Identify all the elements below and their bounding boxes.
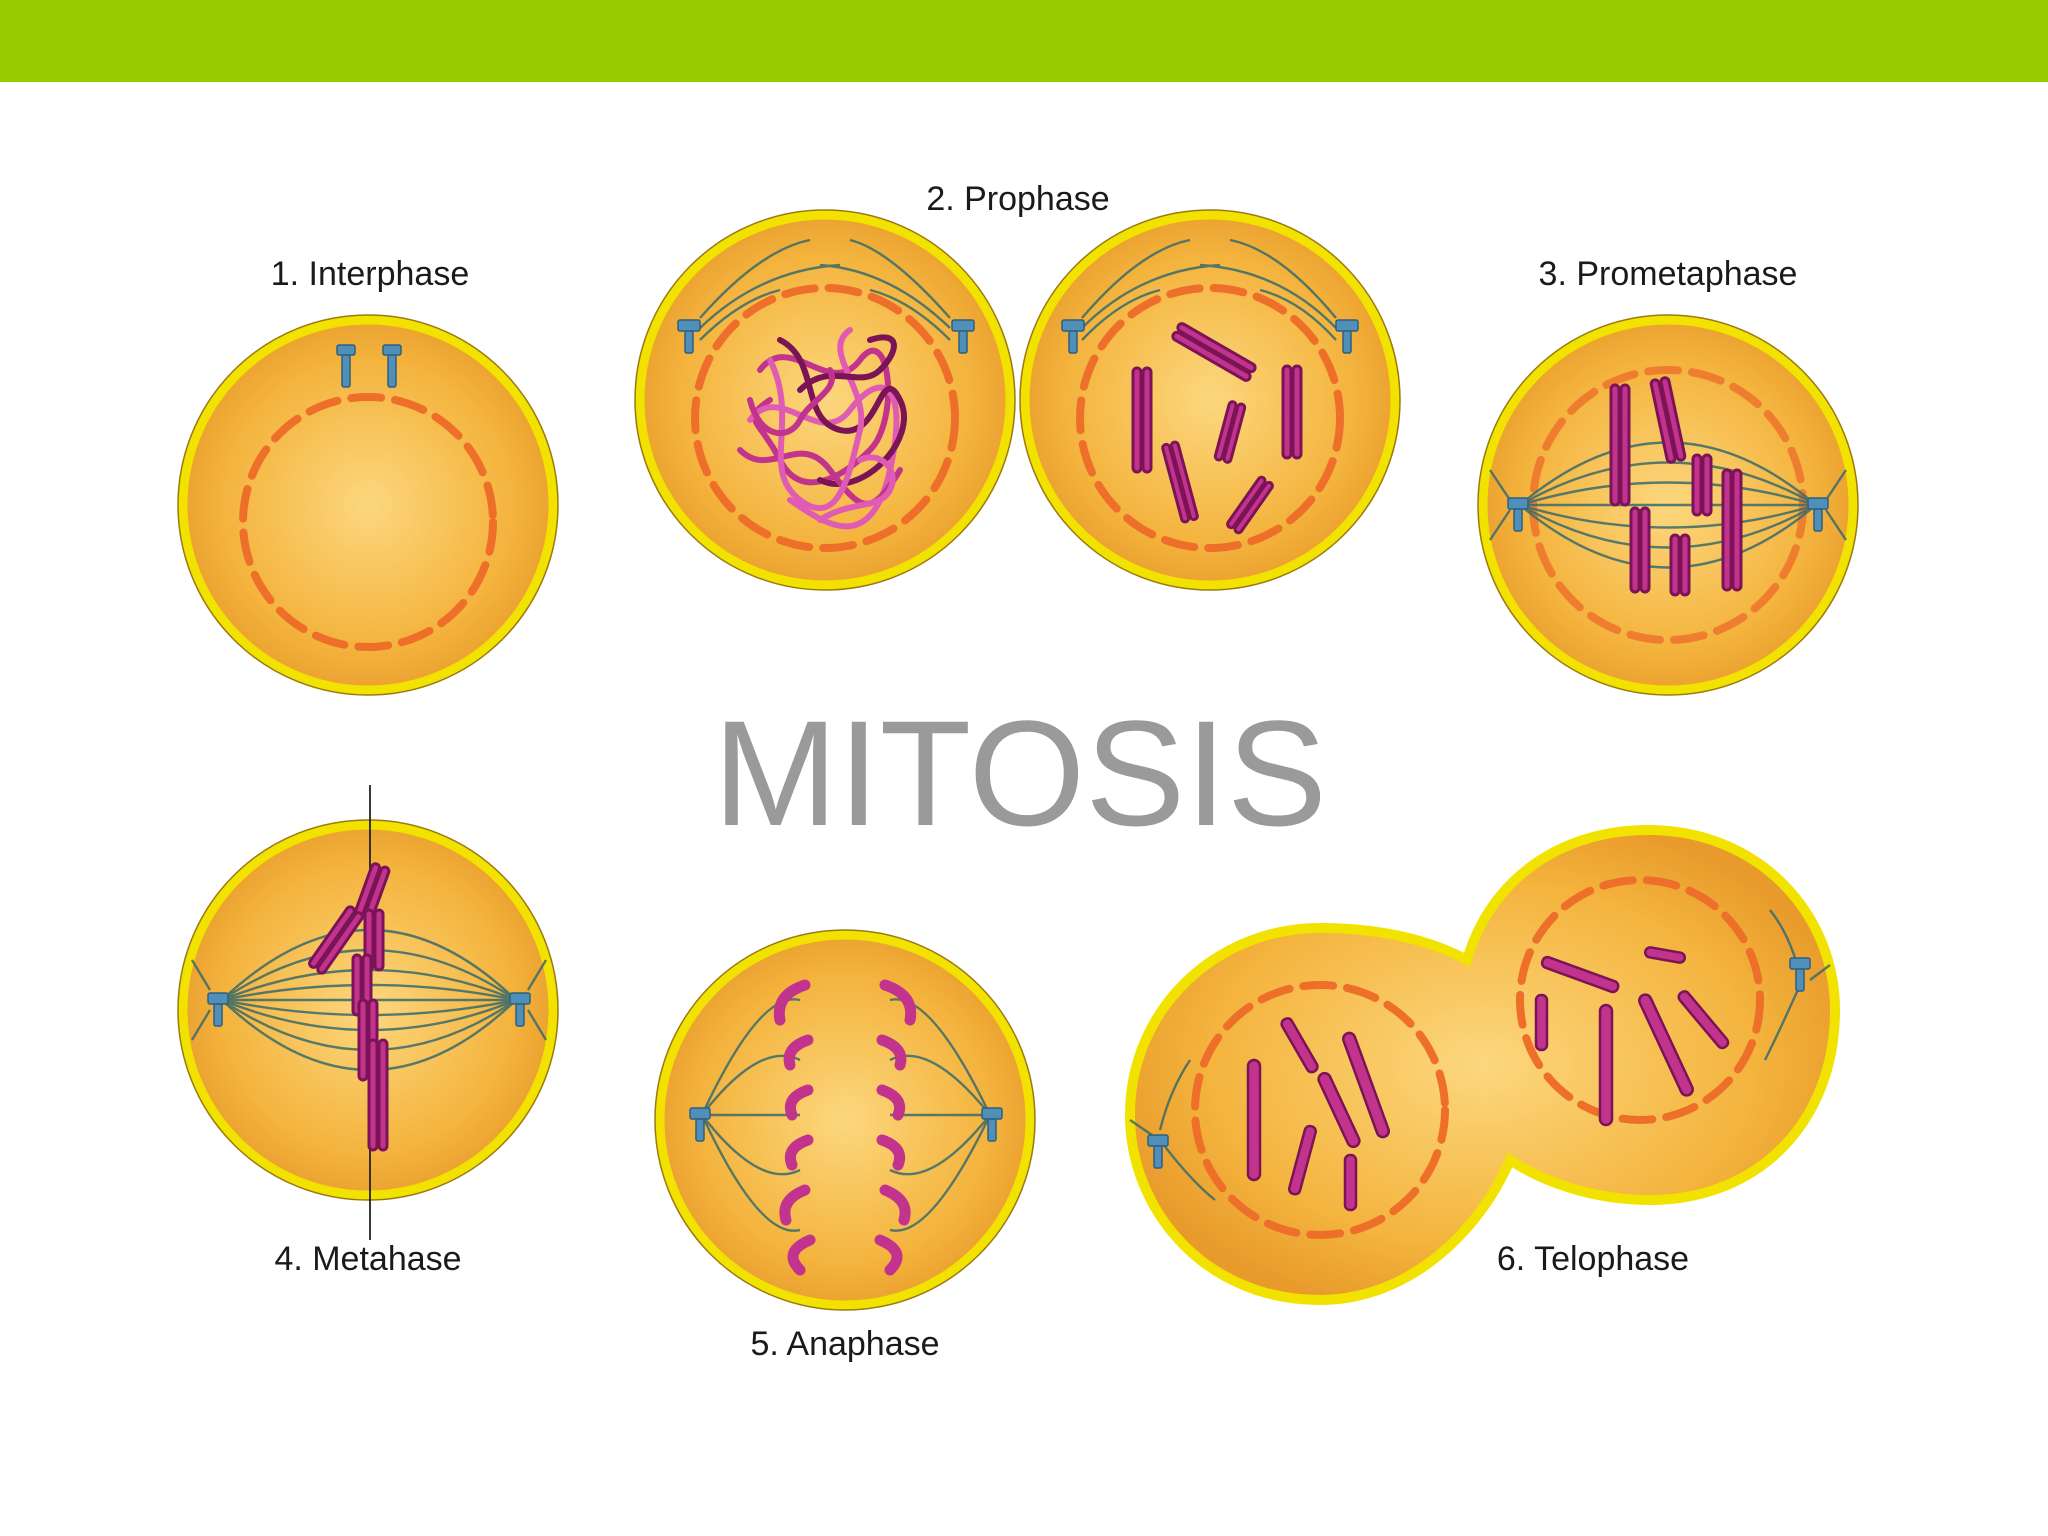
centrosome-icon (1147, 957, 1811, 1169)
top-header-bar (0, 0, 2048, 82)
diagram-title: MITOSIS (713, 689, 1327, 857)
cell-interphase (177, 314, 559, 696)
nuclear-envelope (691, 284, 959, 552)
centrosome-icon (1507, 497, 1829, 532)
cell-membrane (178, 315, 558, 695)
cell-metaphase (177, 785, 559, 1240)
spindle-fibers (699, 238, 951, 341)
cell-telophase (1124, 824, 1841, 1306)
chromosomes (308, 862, 391, 1152)
centrosome-icon (336, 344, 402, 388)
spindle-fibers (1129, 909, 1831, 1201)
cell-anaphase (654, 929, 1036, 1311)
nuclear-envelope (1191, 981, 1449, 1239)
nuclear-envelope (239, 393, 497, 651)
chromosomes (773, 979, 917, 1276)
cell-membrane (1020, 210, 1400, 590)
cell-membrane (1124, 824, 1841, 1306)
phase-label-telophase: 6. Telophase (1497, 1240, 1689, 1278)
nuclear-envelope (1516, 876, 1764, 1124)
phase-label-anaphase: 5. Anaphase (750, 1325, 939, 1363)
centrosome-icon (207, 992, 531, 1027)
phase-label-metaphase: 4. Metahase (274, 1240, 461, 1278)
cell-membrane (655, 930, 1035, 1310)
cell-prophase-late (1019, 209, 1401, 591)
cell-prometaphase (1477, 314, 1859, 696)
phase-label-prometaphase: 3. Prometaphase (1539, 255, 1798, 293)
chromosomes (1246, 946, 1730, 1212)
chromosomes (1131, 322, 1303, 535)
phase-label-prophase: 2. Prophase (926, 180, 1109, 218)
chromatin-tangle (737, 327, 907, 530)
chromosomes (1609, 376, 1743, 597)
centrosome-icon (689, 1107, 1003, 1142)
cell-prophase-early (634, 209, 1016, 591)
spindle-fibers (1081, 238, 1337, 341)
phase-label-interphase: 1. Interphase (271, 255, 469, 293)
centrosome-icon (677, 319, 975, 354)
cell-membrane (635, 210, 1015, 590)
centrosome-icon (1061, 319, 1359, 354)
nuclear-envelope (1076, 284, 1344, 552)
